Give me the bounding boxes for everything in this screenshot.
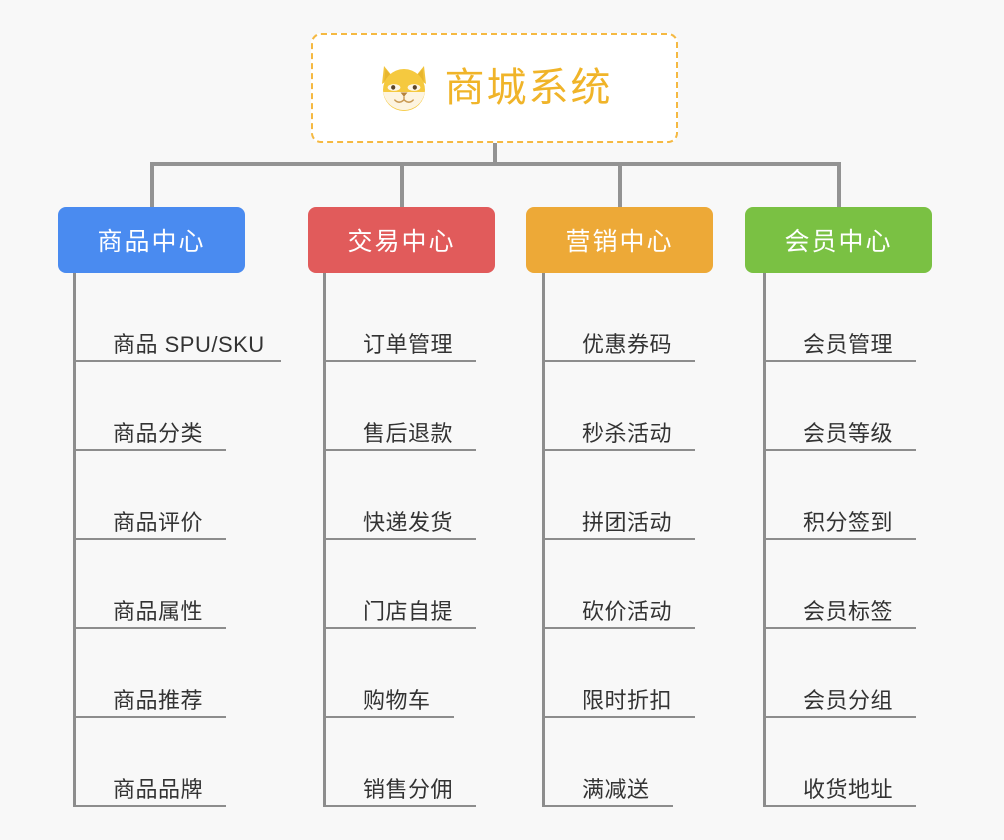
branch-stem xyxy=(323,273,326,807)
leaf-item[interactable]: 秒杀活动 xyxy=(542,362,695,451)
leaf-label: 会员分组 xyxy=(803,687,894,713)
leaf-item[interactable]: 商品 SPU/SKU xyxy=(73,273,281,362)
leaf-item[interactable]: 收货地址 xyxy=(763,718,916,807)
branch-stem xyxy=(73,273,76,807)
leaf-item[interactable]: 商品评价 xyxy=(73,451,226,540)
leaf-label: 快递发货 xyxy=(363,509,454,535)
leaf-label: 购物车 xyxy=(363,687,431,713)
category-box-1[interactable]: 交易中心 xyxy=(308,207,495,273)
leaf-label: 积分签到 xyxy=(803,509,894,535)
connector-branch-drop-3 xyxy=(836,162,841,207)
leaf-item[interactable]: 门店自提 xyxy=(323,540,476,629)
branch-stem xyxy=(763,273,766,807)
root-node[interactable]: 商城系统 xyxy=(311,33,678,143)
leaf-label: 商品品牌 xyxy=(113,776,204,802)
leaf-label: 会员等级 xyxy=(803,420,894,446)
leaf-item[interactable]: 砍价活动 xyxy=(542,540,695,629)
leaf-item[interactable]: 会员标签 xyxy=(763,540,916,629)
branch-1: 订单管理售后退款快递发货门店自提购物车销售分佣 xyxy=(323,273,476,807)
leaf-item[interactable]: 拼团活动 xyxy=(542,451,695,540)
leaf-label: 优惠券码 xyxy=(582,331,673,357)
branch-3: 会员管理会员等级积分签到会员标签会员分组收货地址 xyxy=(763,273,916,807)
category-label: 营销中心 xyxy=(565,228,674,256)
leaf-item[interactable]: 满减送 xyxy=(542,718,673,807)
leaf-item[interactable]: 商品推荐 xyxy=(73,629,226,718)
leaf-label: 商品 SPU/SKU xyxy=(113,331,265,357)
leaf-label: 订单管理 xyxy=(363,331,454,357)
connector-branch-drop-1 xyxy=(399,162,404,207)
leaf-label: 收货地址 xyxy=(803,776,894,802)
category-label: 会员中心 xyxy=(784,228,893,256)
connector-root-drop xyxy=(493,143,497,164)
category-box-3[interactable]: 会员中心 xyxy=(745,207,932,273)
leaf-label: 销售分佣 xyxy=(363,776,454,802)
connector-trunk xyxy=(151,162,838,166)
category-box-2[interactable]: 营销中心 xyxy=(526,207,713,273)
category-box-0[interactable]: 商品中心 xyxy=(58,207,245,273)
leaf-item[interactable]: 销售分佣 xyxy=(323,718,476,807)
leaf-label: 商品推荐 xyxy=(113,687,204,713)
leaf-label: 商品评价 xyxy=(113,509,204,535)
leaf-item[interactable]: 订单管理 xyxy=(323,273,476,362)
leaf-item[interactable]: 商品品牌 xyxy=(73,718,226,807)
category-label: 商品中心 xyxy=(97,228,206,256)
connector-branch-drop-2 xyxy=(617,162,622,207)
category-label: 交易中心 xyxy=(347,228,456,256)
leaf-label: 商品分类 xyxy=(113,420,204,446)
leaf-item[interactable]: 会员等级 xyxy=(763,362,916,451)
branch-stem xyxy=(542,273,545,807)
leaf-item[interactable]: 限时折扣 xyxy=(542,629,695,718)
leaf-item[interactable]: 会员分组 xyxy=(763,629,916,718)
root-title: 商城系统 xyxy=(444,66,613,110)
leaf-item[interactable]: 商品属性 xyxy=(73,540,226,629)
leaf-item[interactable]: 商品分类 xyxy=(73,362,226,451)
leaf-label: 砍价活动 xyxy=(582,598,673,624)
connector-branch-drop-0 xyxy=(149,162,154,207)
leaf-label: 秒杀活动 xyxy=(582,420,673,446)
leaf-item[interactable]: 售后退款 xyxy=(323,362,476,451)
leaf-item[interactable]: 积分签到 xyxy=(763,451,916,540)
leaf-item[interactable]: 快递发货 xyxy=(323,451,476,540)
leaf-label: 门店自提 xyxy=(363,598,454,624)
branch-0: 商品 SPU/SKU 商品分类商品评价商品属性商品推荐商品品牌 xyxy=(73,273,281,807)
leaf-label: 会员标签 xyxy=(803,598,894,624)
leaf-item[interactable]: 会员管理 xyxy=(763,273,916,362)
leaf-item[interactable]: 购物车 xyxy=(323,629,454,718)
branch-2: 优惠券码秒杀活动拼团活动砍价活动限时折扣满减送 xyxy=(542,273,695,807)
leaf-item[interactable]: 优惠券码 xyxy=(542,273,695,362)
leaf-label: 满减送 xyxy=(582,776,650,802)
leaf-label: 售后退款 xyxy=(363,420,454,446)
leaf-label: 会员管理 xyxy=(803,331,894,357)
leaf-label: 拼团活动 xyxy=(582,509,673,535)
shiba-dog-icon xyxy=(377,62,431,114)
leaf-label: 商品属性 xyxy=(113,598,204,624)
leaf-label: 限时折扣 xyxy=(582,687,673,713)
